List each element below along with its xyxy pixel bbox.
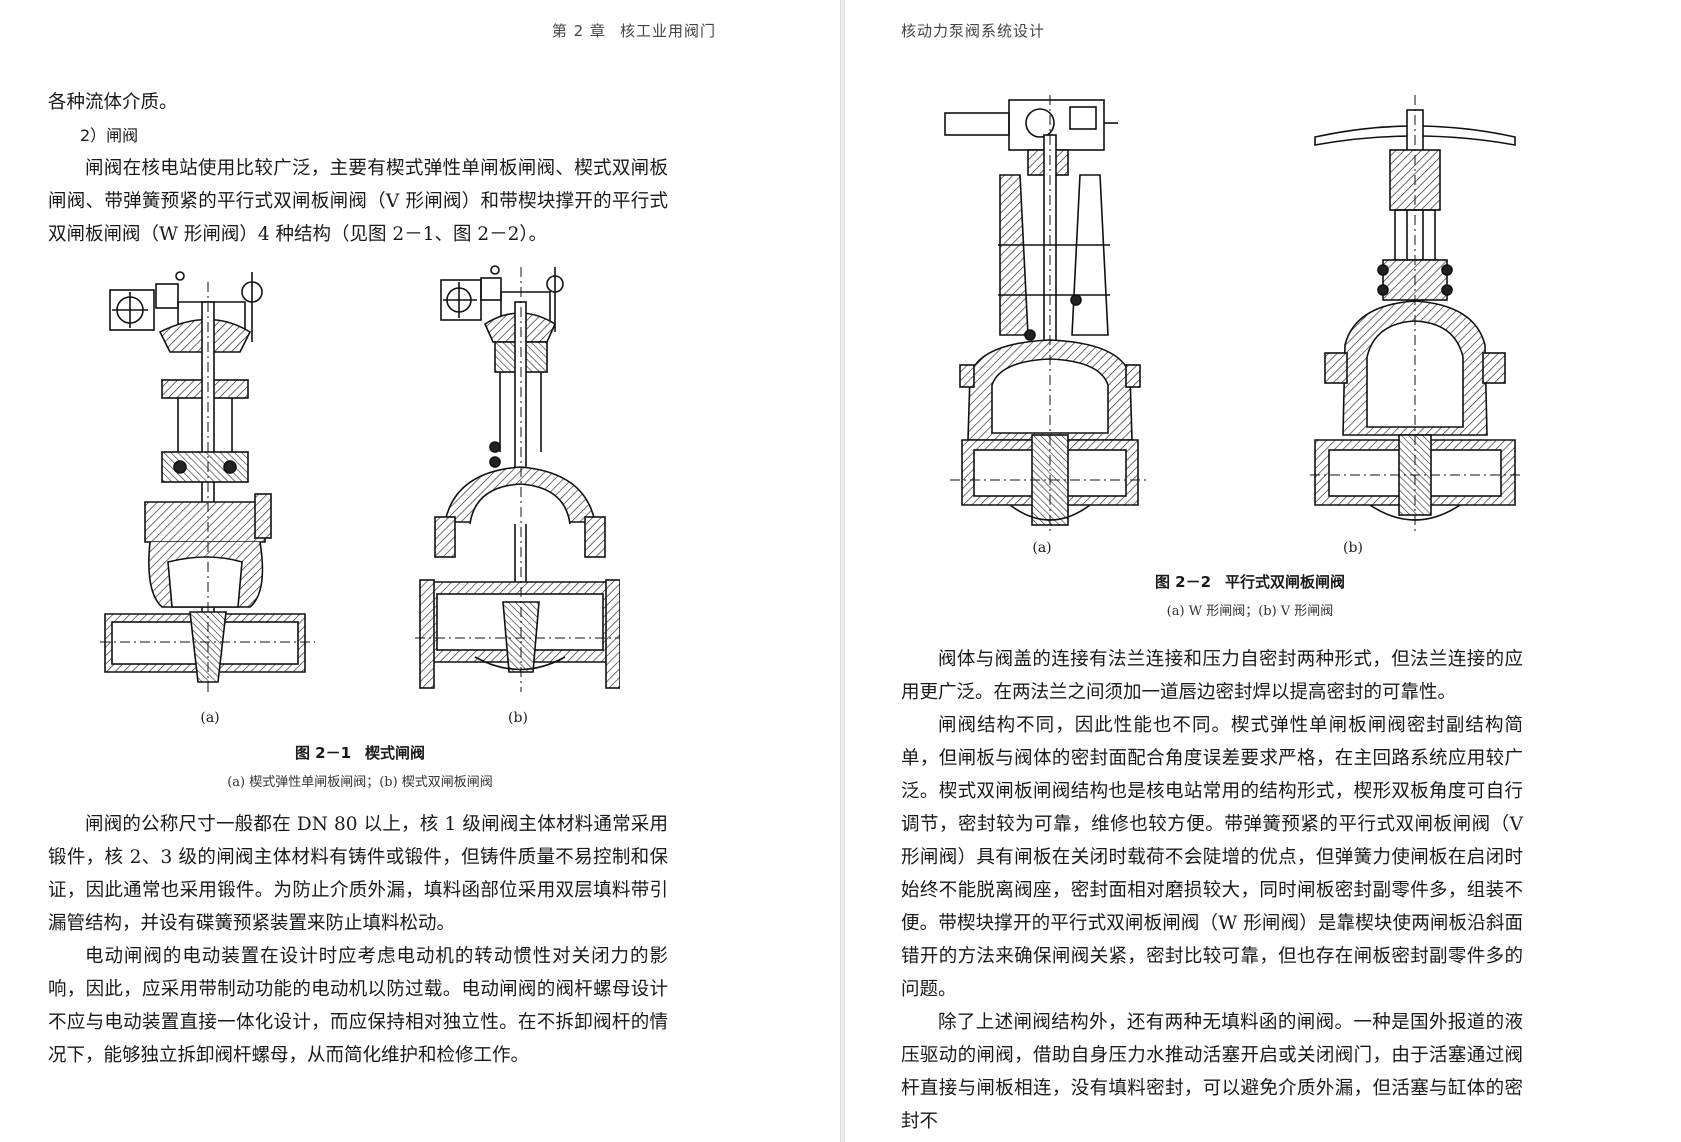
right-text: 阀体与阀盖的连接有法兰连接和压力自密封两种形式，但法兰连接的应用更广泛。在两法兰… (901, 643, 1523, 1138)
figure-2-2-drawing (940, 95, 1560, 535)
parallel-gate-valves-svg (944, 95, 1520, 533)
left-top-text: 各种流体介质。 2）闸阀 闸阀在核电站使用比较广泛，主要有楔式弹性单闸板闸阀、楔… (48, 86, 668, 251)
left-running-head: 第 2 章核工业用阀门 (552, 20, 716, 41)
figure-2-2-subcaption: (a) W 形闸阀；(b) V 形闸阀 (1166, 604, 1334, 619)
figure-2-2-title: 平行式双闸板闸阀 (1225, 573, 1346, 591)
figure-2-2-number: 图 2－2 (1154, 573, 1212, 591)
gearbox-a (109, 289, 155, 331)
subheading-gate-valve: 2）闸阀 (80, 126, 139, 145)
para-size: 闸阀的公称尺寸一般都在 DN 80 以上，核 1 级闸阀主体材料通常采用锻件，核… (48, 814, 668, 934)
para-flange: 阀体与阀盖的连接有法兰连接和压力自密封两种形式，但法兰连接的应用更广泛。在两法兰… (901, 649, 1523, 703)
figure-2-1-title: 楔式闸阀 (365, 744, 426, 762)
wedge-gate-valves-svg (100, 265, 620, 694)
figure-2-2-label-a: (a) (1032, 540, 1052, 556)
valve-b-drawing (415, 265, 620, 692)
chapter-title: 核工业用阀门 (619, 22, 716, 40)
para-struct: 闸阀结构不同，因此性能也不同。楔式弹性单闸板闸阀密封副结构简单，但闸板与阀体的密… (901, 715, 1523, 1000)
right-running-head: 核动力泵阀系统设计 (901, 22, 1046, 40)
figure-2-1-drawing (100, 262, 620, 704)
left-bottom-text: 闸阀的公称尺寸一般都在 DN 80 以上，核 1 级闸阀主体材料通常采用锻件，核… (48, 808, 668, 1072)
para-nopack: 除了上述闸阀结构外，还有两种无填料函的闸阀。一种是国外报道的液压驱动的闸阀，借助… (901, 1012, 1523, 1132)
para-motor: 电动闸阀的电动装置在设计时应考虑电动机的转动惯性对关闭力的影响，因此，应采用带制… (48, 946, 668, 1066)
figure-2-2-label-b: (b) (1343, 540, 1363, 556)
para-top: 各种流体介质。 (48, 92, 178, 113)
figure-2-1-number: 图 2－1 (294, 744, 352, 762)
book-spine (840, 0, 845, 1142)
para-intro: 闸阀在核电站使用比较广泛，主要有楔式弹性单闸板闸阀、楔式双闸板闸阀、带弹簧预紧的… (48, 158, 668, 245)
valve-a-drawing (100, 271, 315, 694)
figure-2-1-subcaption: (a) 楔式弹性单闸板闸阀；(b) 楔式双闸板闸阀 (227, 775, 493, 790)
figure-2-1-label-b: (b) (508, 710, 528, 726)
right-page: 核动力泵阀系统设计 (845, 0, 1681, 1142)
chapter-number: 第 2 章 (551, 22, 606, 40)
valve-w-drawing (944, 95, 1150, 533)
figure-2-1-label-a: (a) (200, 710, 220, 726)
left-page: 第 2 章核工业用阀门 各种流体介质。 2）闸阀 闸阀在核电站使用比较广泛，主要… (0, 0, 840, 1142)
figure-2-1-caption: 图 2－1 楔式闸阀 (100, 742, 620, 763)
figure-2-2-caption: 图 2－2 平行式双闸板闸阀 (940, 571, 1560, 592)
valve-v-drawing (1310, 95, 1520, 533)
